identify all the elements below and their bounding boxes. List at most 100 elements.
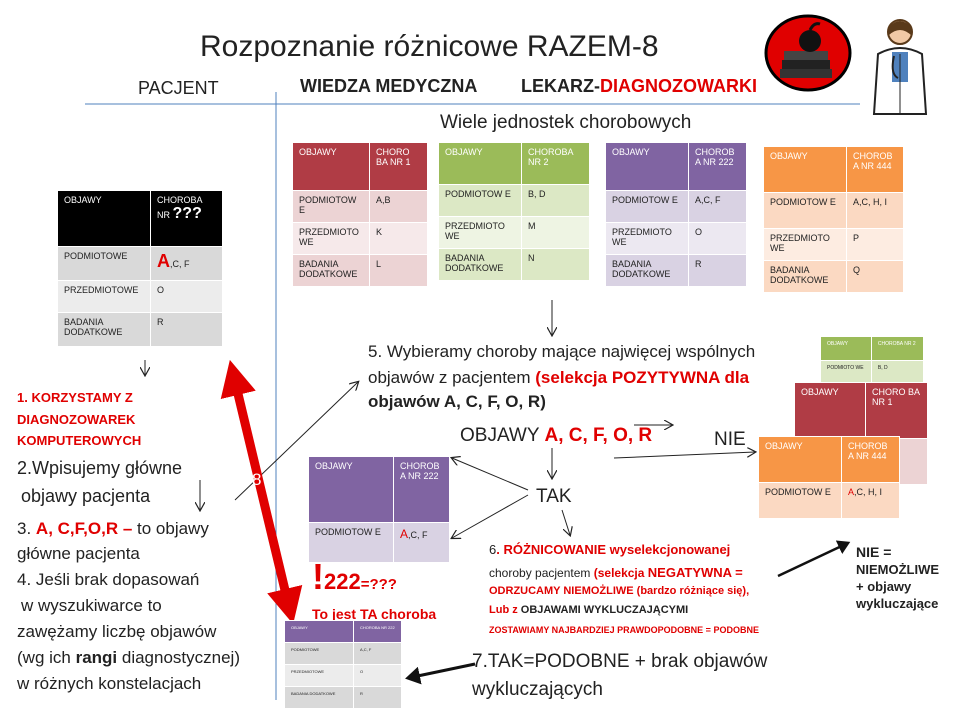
apple-books-logo — [764, 14, 852, 92]
step3-num: 3. — [17, 519, 32, 538]
mini2-val1: B, D — [870, 360, 925, 385]
many-units-label: Wiele jednostek chorobowych — [440, 112, 692, 133]
found-num: 222 — [324, 569, 361, 594]
step1-line2: DIAGNOZOWAREK — [17, 412, 136, 427]
sm-row3: BADANIA DODATKOWE — [284, 686, 354, 709]
step1-line1: 1. KORZYSTAMY Z — [17, 390, 133, 405]
sm-val1: A,C, F — [353, 642, 402, 665]
sm-col-choroba: CHOROBA NR 222 — [353, 620, 402, 643]
objawy-line-label: OBJAWY — [460, 425, 545, 446]
d1-row1: PODMIOTOW E — [292, 190, 370, 223]
tak-label: TAK — [536, 486, 572, 507]
page-title: Rozpoznanie różnicowe RAZEM-8 — [200, 30, 659, 63]
d2-val1: B, D — [521, 184, 590, 217]
d444-col-choroba: CHOROB A NR 444 — [846, 146, 904, 193]
patient-val-podmiotowe: A,C, F — [150, 246, 223, 281]
sm-col-objawy: OBJAWY — [284, 620, 354, 643]
res-row1: PODMIOTOW E — [308, 522, 394, 563]
sm-val2: O — [353, 664, 402, 687]
step3-line1: 3. A, C,F,O,R – to objawy — [17, 517, 209, 541]
ov444-row1: PODMIOTOW E — [758, 482, 842, 519]
step4-line4-c: diagnostycznej) — [117, 648, 240, 667]
step1-line3: KOMPUTEROWYCH — [17, 433, 142, 448]
patient-val-badania: R — [150, 312, 223, 347]
mini2-col-choroba: CHOROBA NR 2 — [870, 336, 925, 361]
found-disease: !222=??? — [312, 556, 397, 598]
step4-line3: zawężamy liczbę objawów — [17, 622, 217, 641]
d222-val3: R — [688, 254, 747, 287]
d2-col-objawy: OBJAWY — [438, 142, 522, 185]
step6-l2c: NEGATYWNA = — [647, 565, 743, 580]
step5-line3: objawów A, C, F, O, R) — [368, 392, 546, 411]
step7-line2: wykluczających — [472, 679, 603, 700]
d222-val2: O — [688, 222, 747, 255]
step4-line5: w różnych konstelacjach — [17, 674, 202, 693]
nie-explanation: NIE = NIEMOŻLIWE + objawy wykluczające — [856, 544, 939, 612]
step4-line2: w wyszukiwarce to — [21, 596, 162, 615]
header-doctor-label: LEKARZ- — [521, 76, 600, 96]
d444-row1: PODMIOTOW E — [763, 192, 847, 229]
sm-row1: PODMIOTOWE — [284, 642, 354, 665]
ov444-val-a: A — [848, 487, 855, 497]
patient-row-podmiotowe: PODMIOTOWE — [57, 246, 151, 281]
d222-row1: PODMIOTOW E — [605, 190, 689, 223]
res-col-choroba: CHOROB A NR 222 — [393, 456, 450, 523]
objawy-line: OBJAWY A, C, F, O, R — [460, 425, 652, 447]
d2-val3: N — [521, 248, 590, 281]
d2-col-choroba: CHOROBA NR 2 — [521, 142, 590, 185]
ov1-col-choroba: CHORO BA NR 1 — [865, 382, 928, 439]
d444-val1: A,C, H, I — [846, 192, 904, 229]
nie-label: NIE — [714, 429, 746, 450]
d444-val2: P — [846, 228, 904, 261]
patient-row-przedmiotowe: PRZEDMIOTOWE — [57, 280, 151, 313]
ov444-val-rest: ,C, H, I — [854, 487, 883, 497]
step6-dot: . — [496, 542, 504, 557]
d444-col-objawy: OBJAWY — [763, 146, 847, 193]
mini2-row1: PODMIOTO WE — [820, 360, 872, 385]
ov444-col-objawy: OBJAWY — [758, 436, 842, 483]
patient-col-objawy: OBJAWY — [57, 190, 151, 247]
res-col-objawy: OBJAWY — [308, 456, 394, 523]
res-val1: A,C, F — [393, 522, 450, 563]
patient-val-przedmiotowe: O — [150, 280, 223, 313]
sm-val3: R — [353, 686, 402, 709]
d222-col-choroba: CHOROB A NR 222 — [688, 142, 747, 191]
step6-num: 6 — [489, 542, 497, 557]
arrow-number-label: 8 — [252, 470, 262, 489]
step5-line2-text: objawów z pacjentem — [368, 368, 536, 387]
d1-row3: BADANIA DODATKOWE — [292, 254, 370, 287]
step4-line1: 4. Jeśli brak dopasowań — [17, 570, 200, 589]
step6-l2b: (selekcja — [593, 566, 648, 580]
step2-line2: objawy pacjenta — [21, 486, 151, 506]
step6-line5: ZOSTAWIAMY NAJBARDZIEJ PRAWDOPODOBNE = P… — [489, 625, 759, 635]
step7-line1: 7.TAK=PODOBNE + brak objawów — [472, 651, 768, 672]
d222-row2: PRZEDMIOTO WE — [605, 222, 689, 255]
step6-l4a: Lub z — [489, 604, 521, 616]
found-caption: To jest TA choroba — [312, 606, 437, 622]
patient-row-badania: BADANIA DODATKOWE — [57, 312, 151, 347]
d2-row3: BADANIA DODATKOWE — [438, 248, 522, 281]
d222-col-objawy: OBJAWY — [605, 142, 689, 191]
step6-line1: 6. RÓŻNICOWANIE wyselekcjonowanej — [489, 542, 730, 557]
patient-col-unknown: ??? — [172, 205, 202, 222]
d1-val2: K — [369, 222, 428, 255]
ov444-col-choroba: CHOROB A NR 444 — [841, 436, 900, 483]
header-doctor: LEKARZ-DIAGNOZOWARKI — [521, 76, 757, 97]
step5-line2: objawów z pacjentem (selekcja POZYTYWNA … — [368, 366, 749, 390]
step6-red1: RÓŻNICOWANIE wyselekcjonowanej — [503, 542, 731, 557]
step6-l4b: OBJAWAMI WYKLUCZAJĄCYMI — [520, 604, 689, 616]
ov1-col-objawy: OBJAWY — [794, 382, 866, 439]
step5-line2-red: (selekcja POZYTYWNA dla — [535, 368, 750, 387]
res-val-rest: ,C, F — [408, 530, 428, 540]
d2-row2: PRZEDMIOTO WE — [438, 216, 522, 249]
patient-val-a: A — [157, 251, 170, 271]
nie-exp-4: wykluczające — [856, 596, 939, 611]
